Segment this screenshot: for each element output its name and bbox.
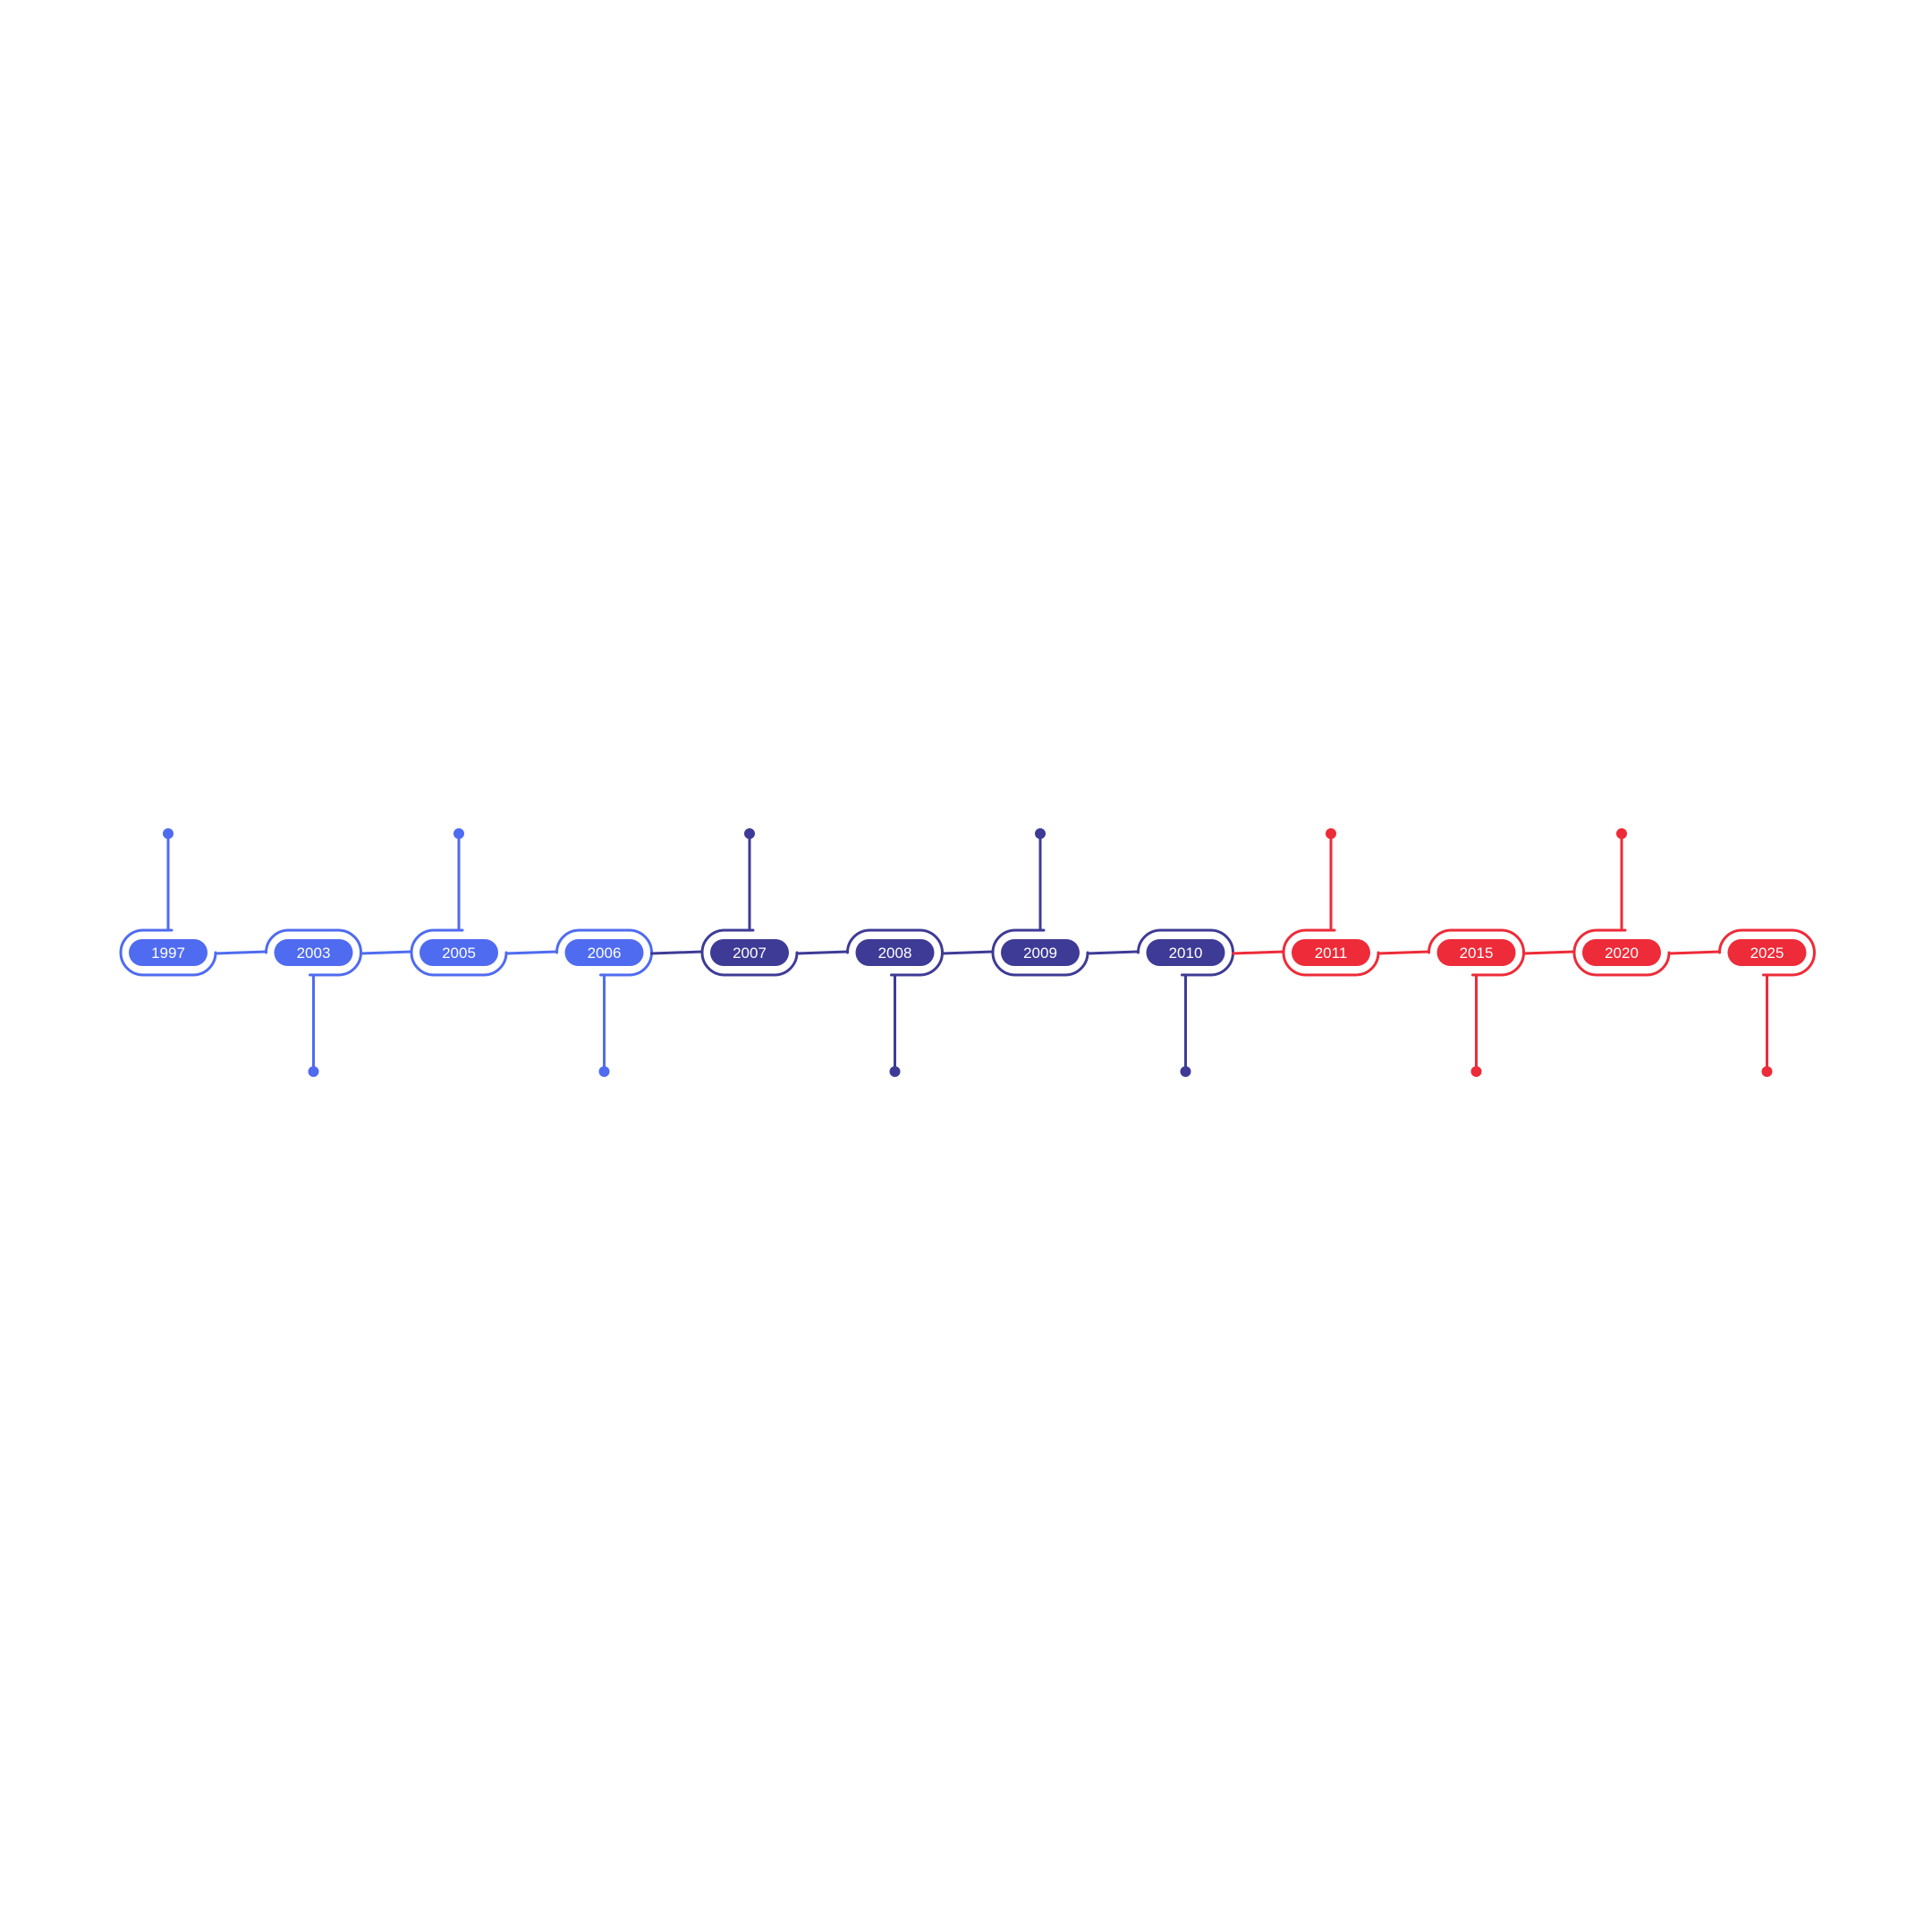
node-bracket [1718, 928, 1816, 977]
event-stem-dot [1616, 828, 1627, 839]
year-pill [1146, 939, 1225, 966]
node-bracket [555, 928, 653, 977]
year-pill [1582, 939, 1661, 966]
year-label: 2008 [878, 945, 912, 962]
event-stem-dot [1326, 828, 1336, 839]
timeline-connector [1522, 950, 1576, 955]
year-pill [710, 939, 789, 966]
event-stem-dot [598, 1066, 610, 1077]
timeline-connector [214, 950, 267, 955]
node-bracket [846, 928, 944, 977]
year-label: 2007 [733, 945, 767, 962]
year-label: 2015 [1460, 945, 1494, 962]
year-label: 2025 [1750, 945, 1784, 962]
year-pill [1727, 939, 1807, 966]
year-label: 2005 [442, 945, 476, 962]
event-stem-dot [163, 828, 174, 839]
event-stem-dot [1470, 1066, 1482, 1077]
year-pill [1292, 939, 1370, 966]
node-bracket [410, 928, 508, 977]
year-label: 2010 [1169, 945, 1203, 962]
timeline-connector [941, 950, 995, 955]
year-pill [419, 939, 498, 966]
year-label: 2006 [588, 945, 622, 962]
node-bracket [119, 928, 217, 977]
year-label: 2009 [1023, 945, 1057, 962]
timeline-connector [1232, 950, 1285, 955]
year-pill [1436, 939, 1516, 966]
year-label: 2003 [297, 945, 331, 962]
year-pill [129, 939, 208, 966]
year-pill [274, 939, 353, 966]
node-bracket [1282, 928, 1380, 977]
event-stem-dot [1035, 828, 1046, 839]
timeline-connector [360, 950, 413, 955]
event-stem-dot [744, 828, 755, 839]
timeline-connector [504, 950, 558, 955]
year-label: 2020 [1605, 945, 1639, 962]
timeline-connector [650, 950, 704, 955]
event-stem-dot [308, 1066, 319, 1077]
event-stem-dot [1180, 1066, 1191, 1077]
timeline-connector [1377, 950, 1430, 955]
node-bracket [991, 928, 1089, 977]
node-bracket [265, 928, 362, 977]
event-stem-dot [453, 828, 464, 839]
year-pill [855, 939, 935, 966]
timeline-connector [1086, 950, 1140, 955]
year-label: 2011 [1315, 945, 1348, 962]
year-pill [1001, 939, 1080, 966]
node-bracket [1428, 928, 1525, 977]
timeline-connector [1667, 950, 1721, 955]
node-bracket [700, 928, 799, 977]
event-stem-dot [889, 1066, 901, 1077]
year-label: 1997 [151, 945, 185, 962]
node-bracket [1572, 928, 1671, 977]
year-pill [564, 939, 644, 966]
timeline-connector [795, 950, 849, 955]
timeline-nodes: 1997 2003 2005 2006 2007 2008 2009 2010 2011 2015… [129, 939, 1807, 966]
event-stem-dot [1761, 1066, 1773, 1077]
node-bracket [1137, 928, 1234, 977]
timeline-connectors [119, 828, 1816, 1077]
